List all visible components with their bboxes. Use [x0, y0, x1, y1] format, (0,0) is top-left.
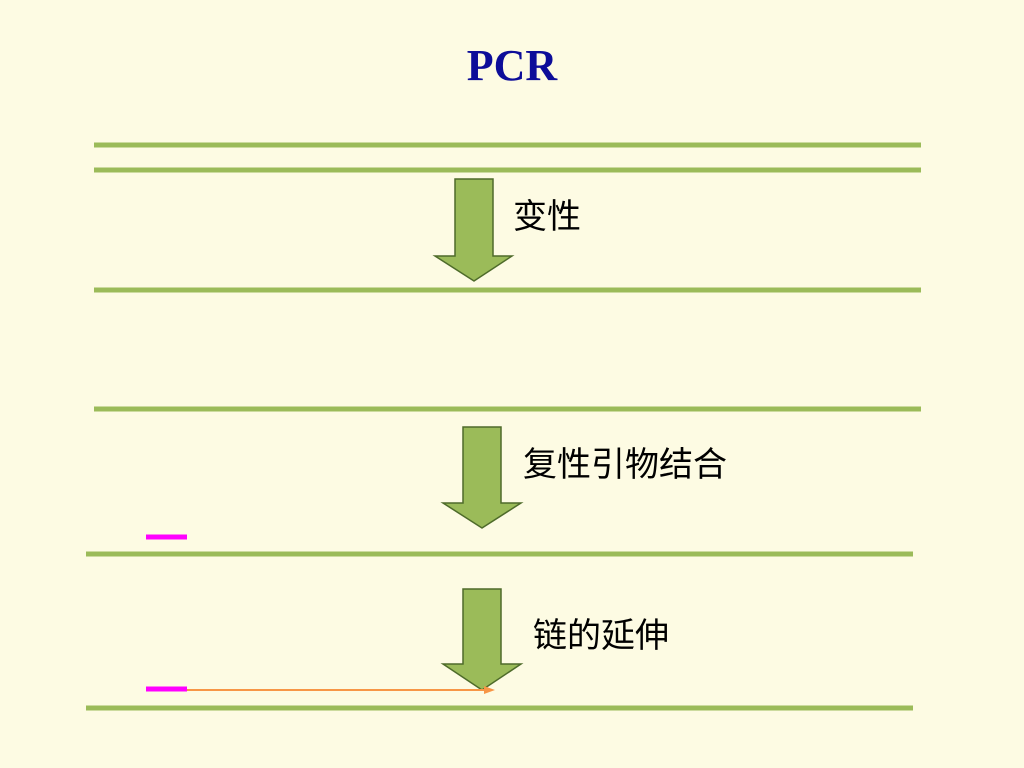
step-arrow-extend	[440, 588, 524, 691]
step-label-extend: 链的延伸	[533, 616, 669, 656]
extension-arrowhead	[484, 686, 495, 694]
slide-title: PCR	[466, 41, 558, 90]
step-arrow-anneal	[440, 426, 524, 529]
step-arrow-denature	[432, 178, 515, 282]
step-label-denature: 变性	[513, 197, 581, 237]
step-label-anneal: 复性引物结合	[523, 445, 727, 485]
